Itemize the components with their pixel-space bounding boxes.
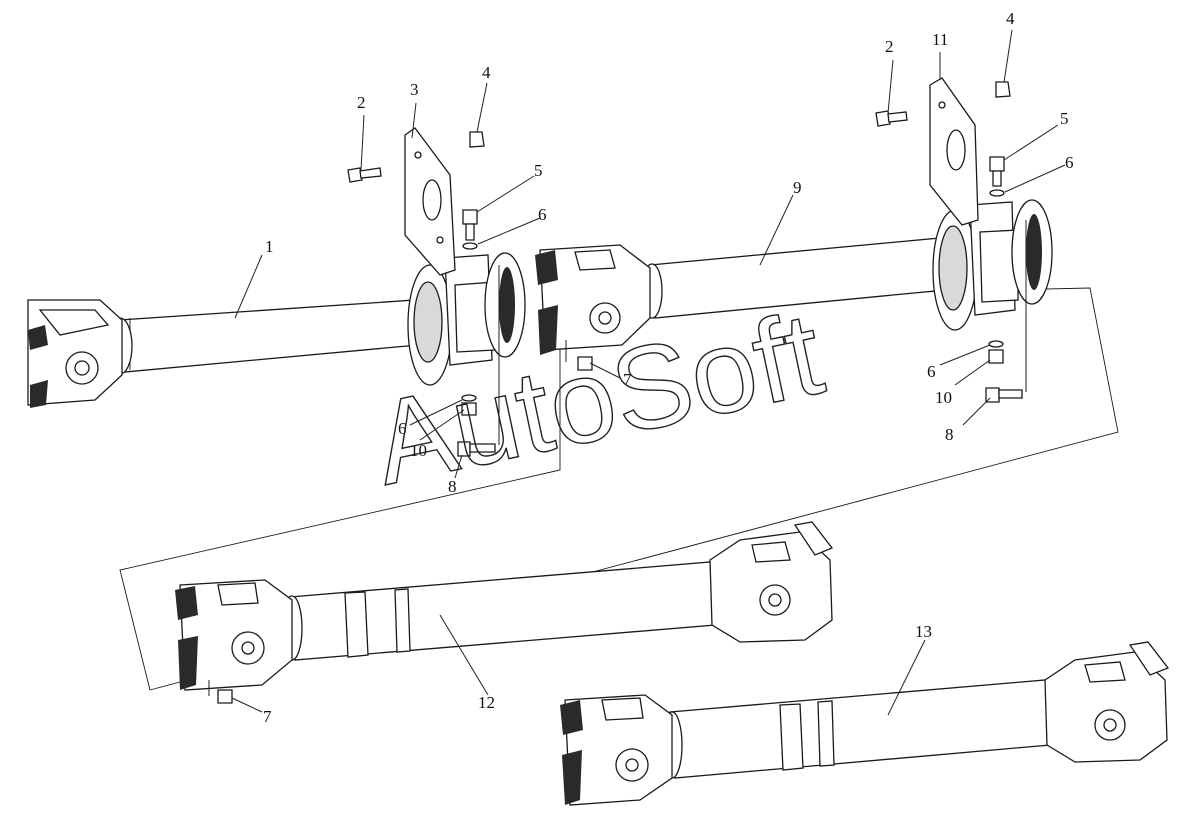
universal-joint-9-icon bbox=[535, 244, 651, 355]
bolt-8a-icon bbox=[457, 441, 496, 457]
universal-joint-13-left-icon bbox=[560, 694, 673, 806]
part-label-10a: 10 bbox=[410, 441, 427, 460]
universal-joint-left-icon bbox=[27, 299, 123, 408]
washer-6a-icon bbox=[462, 242, 478, 250]
nut-4b-icon bbox=[995, 81, 1011, 98]
assembly-plane-outline bbox=[119, 287, 1119, 691]
nut-10b-icon bbox=[988, 349, 1004, 364]
bolt-8b-icon bbox=[985, 387, 1023, 403]
part-label-12: 12 bbox=[478, 693, 495, 712]
washer-6b-icon bbox=[989, 189, 1005, 197]
washer-6c-icon bbox=[988, 340, 1004, 348]
part-label-6a: 6 bbox=[538, 205, 547, 224]
hanger-bracket-3-icon bbox=[404, 127, 456, 276]
part-label-10b: 10 bbox=[935, 388, 952, 407]
part-label-13: 13 bbox=[915, 622, 932, 641]
part-label-6d: 6 bbox=[398, 419, 407, 438]
nut-7b-icon bbox=[217, 689, 233, 704]
nut-7a-icon bbox=[577, 356, 593, 371]
part-label-2b: 2 bbox=[885, 37, 894, 56]
part-label-11: 11 bbox=[932, 30, 948, 49]
part-label-9: 9 bbox=[793, 178, 802, 197]
part-label-8a: 8 bbox=[448, 477, 457, 496]
universal-joint-12-left-icon bbox=[175, 579, 293, 691]
shaft-12 bbox=[281, 561, 716, 661]
bolt-5b-icon bbox=[989, 156, 1005, 187]
part-label-5a: 5 bbox=[534, 161, 543, 180]
part-label-6b: 6 bbox=[1065, 153, 1074, 172]
bolt-2a-icon bbox=[347, 167, 382, 183]
bolt-5a-icon bbox=[462, 209, 478, 241]
center-bearing-b bbox=[932, 199, 1053, 331]
universal-joint-13-right-icon bbox=[1044, 641, 1170, 763]
part-label-4a: 4 bbox=[482, 63, 491, 82]
part-label-4b: 4 bbox=[1006, 9, 1015, 28]
center-bearing-a bbox=[407, 252, 526, 386]
bolt-2b-icon bbox=[875, 110, 908, 127]
part-label-7b: 7 bbox=[263, 707, 272, 726]
nut-10a-icon bbox=[461, 394, 477, 416]
part-label-2a: 2 bbox=[357, 93, 366, 112]
part-label-7a: 7 bbox=[623, 370, 632, 389]
universal-joint-12-right-icon bbox=[709, 521, 834, 643]
leader-lines bbox=[208, 29, 1066, 716]
part-label-1: 1 bbox=[265, 237, 274, 256]
part-label-6c: 6 bbox=[927, 362, 936, 381]
part-label-3: 3 bbox=[410, 80, 419, 99]
part-label-5b: 5 bbox=[1060, 109, 1069, 128]
shaft-1 bbox=[107, 299, 419, 375]
nut-4a-icon bbox=[469, 131, 485, 148]
hanger-bracket-11-icon bbox=[929, 77, 979, 226]
shaft-13 bbox=[661, 679, 1051, 779]
part-label-8b: 8 bbox=[945, 425, 954, 444]
